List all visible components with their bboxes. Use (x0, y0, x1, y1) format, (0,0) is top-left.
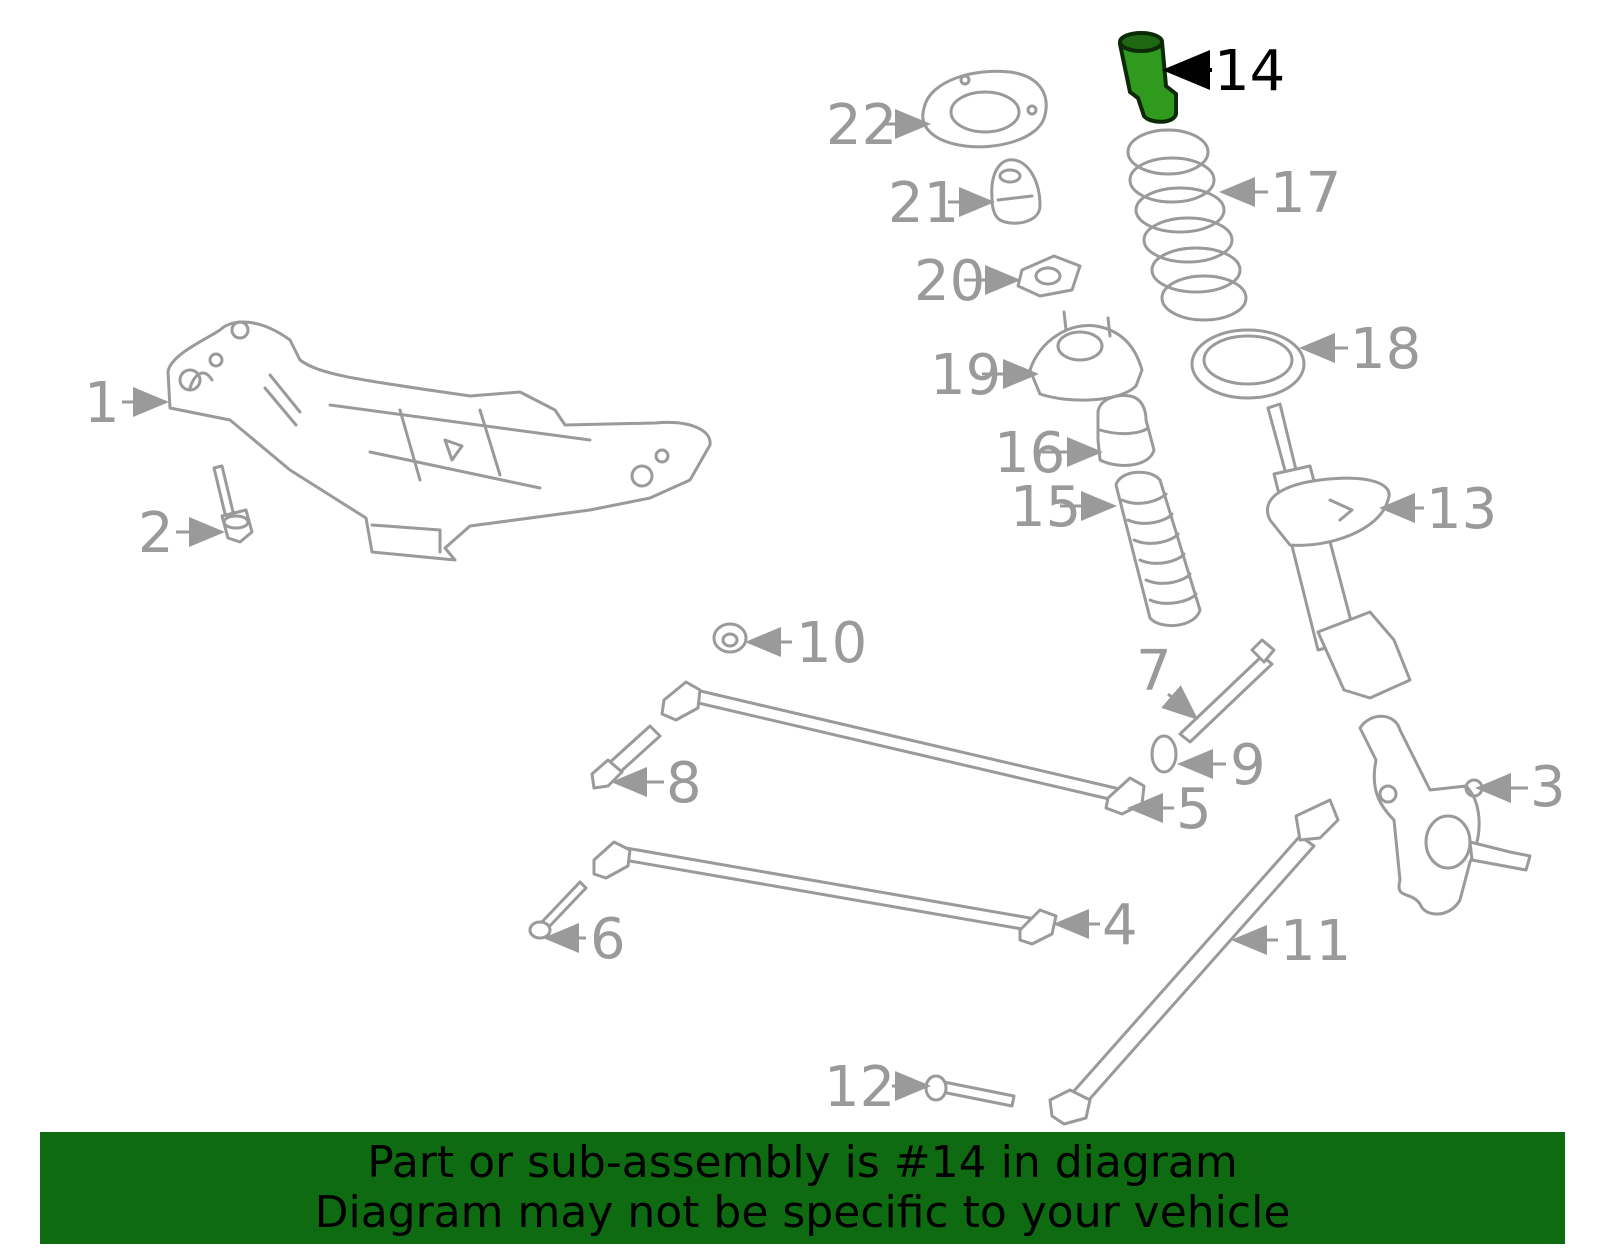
callout-18: 18 (1350, 317, 1421, 382)
part-20-nut (1016, 254, 1082, 298)
part-16-bumper (1096, 394, 1156, 467)
callout-13: 13 (1426, 477, 1497, 542)
part-7-bolt (1178, 638, 1276, 744)
part-15-dust-boot (1114, 470, 1202, 628)
callout-2: 2 (138, 501, 174, 566)
callout-9: 9 (1230, 733, 1266, 798)
part-6-bolt (528, 880, 588, 940)
callout-21: 21 (888, 171, 959, 236)
part-17-coil-spring (1126, 128, 1248, 322)
part-8-bolt (590, 724, 662, 790)
part-11-trailing-arm (1048, 798, 1340, 1126)
callout-15: 15 (1010, 475, 1081, 540)
banner-line-2: Diagram may not be specific to your vehi… (314, 1187, 1291, 1238)
callout-1: 1 (84, 371, 120, 436)
part-14-highlighted (1117, 31, 1178, 124)
part-3-knuckle (1358, 714, 1532, 916)
callout-16: 16 (994, 421, 1065, 486)
callout-arrows (122, 50, 1528, 1101)
callout-7: 7 (1136, 639, 1172, 704)
callout-10: 10 (796, 611, 867, 676)
callout-4: 4 (1102, 893, 1138, 958)
callout-3: 3 (1530, 755, 1566, 820)
part-21-bump-stop (990, 158, 1042, 225)
callout-12: 12 (824, 1055, 895, 1120)
part-4-lateral-link (592, 840, 1058, 946)
part-10-washer (712, 622, 748, 654)
callout-22: 22 (826, 93, 897, 158)
part-22-upper-plate (921, 69, 1048, 149)
callout-17: 17 (1270, 161, 1341, 226)
info-banner: Part or sub-assembly is #14 in diagram D… (40, 1132, 1565, 1244)
callout-5: 5 (1176, 777, 1212, 842)
callout-19: 19 (930, 343, 1001, 408)
part-5-lateral-link (660, 680, 1146, 816)
callout-labels: 1 2 3 4 5 6 7 8 9 10 11 12 13 14 15 16 1… (84, 39, 1566, 1120)
part-2-bolt (212, 464, 254, 544)
part-18-spring-seat (1190, 328, 1306, 400)
callout-20: 20 (914, 249, 985, 314)
part-13-strut-assembly (1266, 402, 1412, 700)
part-19-strut-mount (1028, 310, 1144, 402)
part-12-bolt (924, 1074, 1016, 1108)
part-9-washer (1150, 734, 1178, 774)
callout-6: 6 (590, 907, 626, 972)
callout-8: 8 (666, 751, 702, 816)
callout-14: 14 (1214, 39, 1285, 104)
banner-line-1: Part or sub-assembly is #14 in diagram (367, 1137, 1238, 1188)
part-1-crossmember (166, 320, 712, 562)
callout-11: 11 (1280, 909, 1351, 974)
